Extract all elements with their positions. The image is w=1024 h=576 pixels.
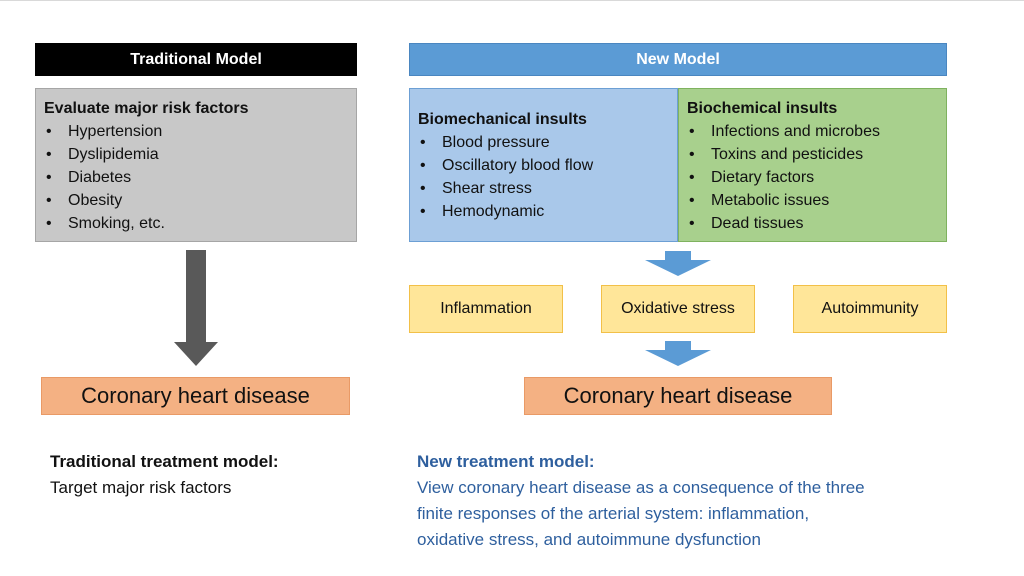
list-item: Dietary factors — [687, 166, 938, 189]
new-model-down-arrow-icon — [645, 251, 711, 276]
new-treatment-line: finite responses of the arterial system:… — [417, 504, 810, 523]
list-item: Smoking, etc. — [44, 212, 348, 235]
list-item: Blood pressure — [418, 131, 669, 154]
biomechanical-insults-box: Biomechanical insults Blood pressure Osc… — [409, 88, 678, 242]
new-model-header: New Model — [409, 43, 947, 76]
biochemical-title: Biochemical insults — [687, 100, 838, 117]
response-autoimmunity-box: Autoimmunity — [793, 285, 947, 333]
top-divider-line — [0, 0, 1024, 1]
traditional-treatment-text: Target major risk factors — [50, 478, 232, 497]
response-inflammation-box: Inflammation — [409, 285, 563, 333]
traditional-down-arrow-icon — [174, 250, 218, 366]
list-item: Hemodynamic — [418, 200, 669, 223]
traditional-model-header: Traditional Model — [35, 43, 357, 76]
list-item: Hypertension — [44, 120, 348, 143]
new-treatment-line: View coronary heart disease as a consequ… — [417, 478, 865, 497]
traditional-risk-factors-box: Evaluate major risk factors Hypertension… — [35, 88, 357, 242]
list-item: Dead tissues — [687, 212, 938, 235]
biomechanical-title: Biomechanical insults — [418, 111, 587, 128]
traditional-box-title: Evaluate major risk factors — [44, 100, 249, 117]
list-item: Metabolic issues — [687, 189, 938, 212]
biochemical-insults-box: Biochemical insults Infections and micro… — [678, 88, 947, 242]
list-item: Toxins and pesticides — [687, 143, 938, 166]
traditional-outcome-box: Coronary heart disease — [41, 377, 350, 415]
list-item: Dyslipidemia — [44, 143, 348, 166]
new-treatment-text: View coronary heart disease as a consequ… — [417, 475, 865, 553]
traditional-treatment-title: Traditional treatment model: — [50, 452, 279, 471]
biomechanical-list: Blood pressure Oscillatory blood flow Sh… — [418, 131, 669, 223]
response-oxidative-stress-box: Oxidative stress — [601, 285, 755, 333]
list-item: Obesity — [44, 189, 348, 212]
new-model-outcome-box: Coronary heart disease — [524, 377, 832, 415]
new-treatment-title: New treatment model: — [417, 452, 595, 471]
new-treatment-line: oxidative stress, and autoimmune dysfunc… — [417, 530, 761, 549]
list-item: Infections and microbes — [687, 120, 938, 143]
list-item: Diabetes — [44, 166, 348, 189]
list-item: Shear stress — [418, 177, 669, 200]
traditional-risk-factor-list: Hypertension Dyslipidemia Diabetes Obesi… — [44, 120, 348, 235]
new-model-down-arrow-icon — [645, 341, 711, 366]
biochemical-list: Infections and microbes Toxins and pesti… — [687, 120, 938, 235]
list-item: Oscillatory blood flow — [418, 154, 669, 177]
